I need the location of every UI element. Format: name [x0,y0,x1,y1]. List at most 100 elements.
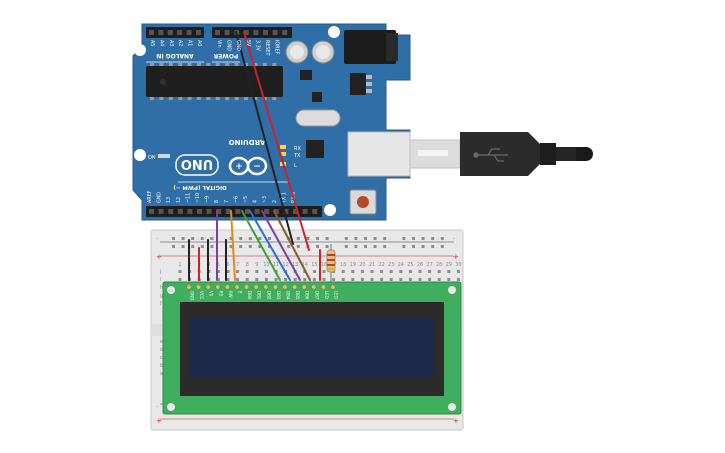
usb-cable[interactable] [347,131,593,177]
rail-hole[interactable] [191,237,195,240]
power-header-pin[interactable] [215,30,220,35]
lcd-pin[interactable] [292,284,298,290]
analog-header-pin[interactable] [177,30,183,35]
rail-hole[interactable] [431,245,435,248]
terminal-hole[interactable] [380,278,384,281]
power-header-pin[interactable] [243,30,249,35]
terminal-hole[interactable] [303,278,307,281]
rail-hole[interactable] [248,237,252,240]
rail-hole[interactable] [172,245,175,248]
lcd-pin[interactable] [263,284,269,290]
digital-header-pin[interactable] [149,209,154,214]
rail-hole[interactable] [364,245,367,248]
resistor[interactable] [326,244,336,283]
rail-hole[interactable] [440,245,444,248]
rail-hole[interactable] [229,237,233,240]
terminal-hole[interactable] [389,278,393,281]
rail-hole[interactable] [287,245,291,248]
terminal-hole[interactable] [216,278,220,281]
digital-header-pin[interactable] [302,209,308,214]
digital-header-pin[interactable] [273,209,279,214]
rail-hole[interactable] [431,237,435,240]
rail-hole[interactable] [354,245,358,248]
terminal-hole[interactable] [399,278,403,281]
analog-header-pin[interactable] [149,30,154,35]
digital-header-pin[interactable] [206,209,212,214]
rail-hole[interactable] [402,245,406,248]
wire-green[interactable] [241,210,281,281]
rail-hole[interactable] [316,245,319,248]
terminal-hole[interactable] [312,270,316,273]
wire-blue[interactable] [249,210,291,281]
lcd-pin[interactable] [301,284,307,290]
rail-hole[interactable] [383,237,387,240]
rail-hole[interactable] [373,245,377,248]
terminal-hole[interactable] [447,278,451,281]
terminal-hole[interactable] [360,278,364,281]
terminal-hole[interactable] [428,270,432,273]
digital-header-pin[interactable] [235,209,241,214]
rail-hole[interactable] [354,237,358,240]
rail-hole[interactable] [296,237,300,240]
terminal-hole[interactable] [341,270,345,273]
digital-header-pin[interactable] [283,209,289,214]
lcd-pin[interactable] [215,284,221,290]
terminal-hole[interactable] [264,270,268,273]
rail-hole[interactable] [210,245,214,248]
rail-hole[interactable] [268,237,271,240]
terminal-hole[interactable] [332,278,336,281]
lcd-pin[interactable] [311,284,317,290]
rail-hole[interactable] [172,237,175,240]
lcd-pin[interactable] [282,284,288,290]
rail-hole[interactable] [239,245,243,248]
lcd-pin[interactable] [205,284,211,290]
rail-hole[interactable] [412,237,415,240]
lcd-pin[interactable] [244,284,250,290]
terminal-hole[interactable] [178,278,182,281]
rail-hole[interactable] [258,245,262,248]
terminal-hole[interactable] [437,270,441,273]
rail-hole[interactable] [316,237,319,240]
rail-hole[interactable] [258,237,262,240]
terminal-hole[interactable] [418,270,422,273]
terminal-hole[interactable] [418,278,422,281]
rail-hole[interactable] [210,237,214,240]
rail-hole[interactable] [181,237,185,240]
terminal-hole[interactable] [322,278,326,281]
digital-header-pin[interactable] [225,209,231,214]
lcd-pin[interactable] [320,284,326,290]
rail-hole[interactable] [248,245,252,248]
power-header-pin[interactable] [272,30,278,35]
terminal-hole[interactable] [293,278,297,281]
rail-hole[interactable] [383,245,387,248]
digital-header-pin[interactable] [245,209,250,214]
rail-hole[interactable] [191,245,195,248]
lcd-pin[interactable] [253,284,259,290]
terminal-hole[interactable] [274,278,278,281]
rail-hole[interactable] [421,245,425,248]
terminal-hole[interactable] [236,278,240,281]
rail-hole[interactable] [325,245,329,248]
rail-hole[interactable] [181,245,185,248]
rail-hole[interactable] [239,237,243,240]
terminal-hole[interactable] [216,270,220,273]
digital-header-pin[interactable] [312,209,318,214]
digital-header-pin[interactable] [264,209,270,214]
terminal-hole[interactable] [255,270,259,273]
terminal-hole[interactable] [456,270,460,273]
digital-header-pin[interactable] [197,209,202,214]
rail-hole[interactable] [373,237,377,240]
rail-hole[interactable] [412,245,415,248]
terminal-hole[interactable] [437,278,441,281]
power-header-pin[interactable] [224,30,230,35]
terminal-hole[interactable] [255,278,259,281]
analog-header-pin[interactable] [186,30,192,35]
digital-header-pin[interactable] [187,209,193,214]
digital-header-pin[interactable] [293,209,298,214]
rail-hole[interactable] [421,237,425,240]
terminal-hole[interactable] [447,270,451,273]
rail-hole[interactable] [440,237,444,240]
terminal-hole[interactable] [370,270,374,273]
wire-purple[interactable] [261,210,301,281]
